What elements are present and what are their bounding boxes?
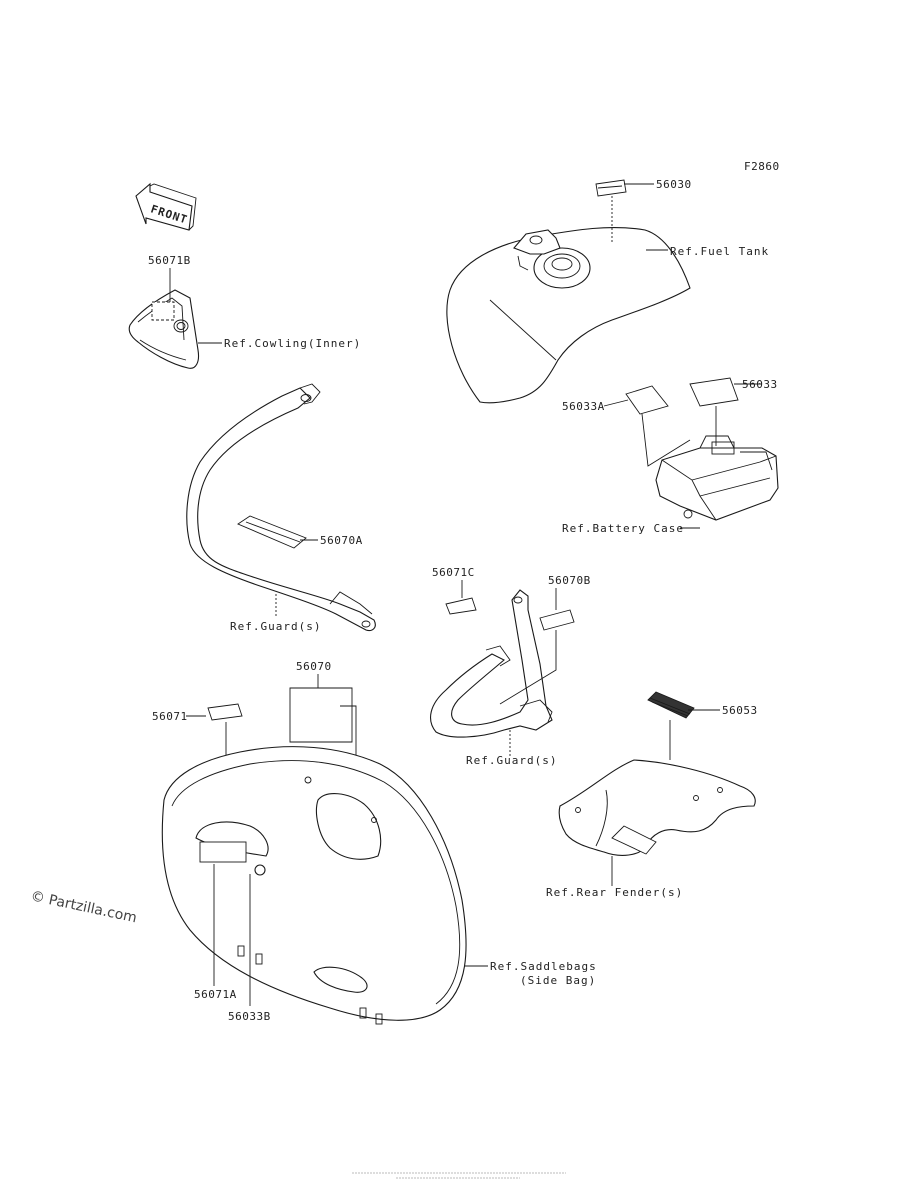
ref-saddlebags-line2: (Side Bag) [520,974,596,987]
ref-battery-case: Ref.Battery Case [562,522,684,535]
ref-cowling-inner: Ref.Cowling(Inner) [224,337,361,350]
label-56070a: 56070A [320,534,363,547]
fuel-tank-part [446,226,691,404]
decal-56070 [289,687,353,743]
decal-56033 [689,377,739,407]
label-56033: 56033 [742,378,778,391]
saddlebag-part [161,746,467,1025]
decal-56071c [445,597,477,615]
guard-right-part [430,589,553,738]
decal-56030 [595,179,627,197]
label-56071c: 56071C [432,566,475,579]
label-56033a: 56033A [562,400,605,413]
decal-56070b [539,609,575,631]
label-56071b: 56071B [148,254,191,267]
ref-guard-right: Ref.Guard(s) [466,754,557,767]
label-56033b: 56033B [228,1010,271,1023]
decal-56071 [207,703,243,721]
rear-fender-part [558,759,756,856]
battery-case-part [655,435,779,521]
front-arrow-icon: FRONT [135,182,197,231]
label-56071: 56071 [152,710,188,723]
decal-56053 [647,691,695,719]
ref-saddlebags-line1: Ref.Saddlebags [490,960,597,973]
ref-guard-left: Ref.Guard(s) [230,620,321,633]
figure-code: F2860 [744,160,780,173]
label-56030: 56030 [656,178,692,191]
decal-56071b [151,301,175,321]
guard-left-part [186,383,376,632]
cowling-inner-part [128,289,200,369]
label-56053: 56053 [722,704,758,717]
label-56070: 56070 [296,660,332,673]
decal-56033a [625,385,669,415]
watermark-text: © Partzilla.com [29,888,138,926]
ref-rear-fender: Ref.Rear Fender(s) [546,886,683,899]
label-56070b: 56070B [548,574,591,587]
label-56071a: 56071A [194,988,237,1001]
ref-fuel-tank: Ref.Fuel Tank [670,245,769,258]
